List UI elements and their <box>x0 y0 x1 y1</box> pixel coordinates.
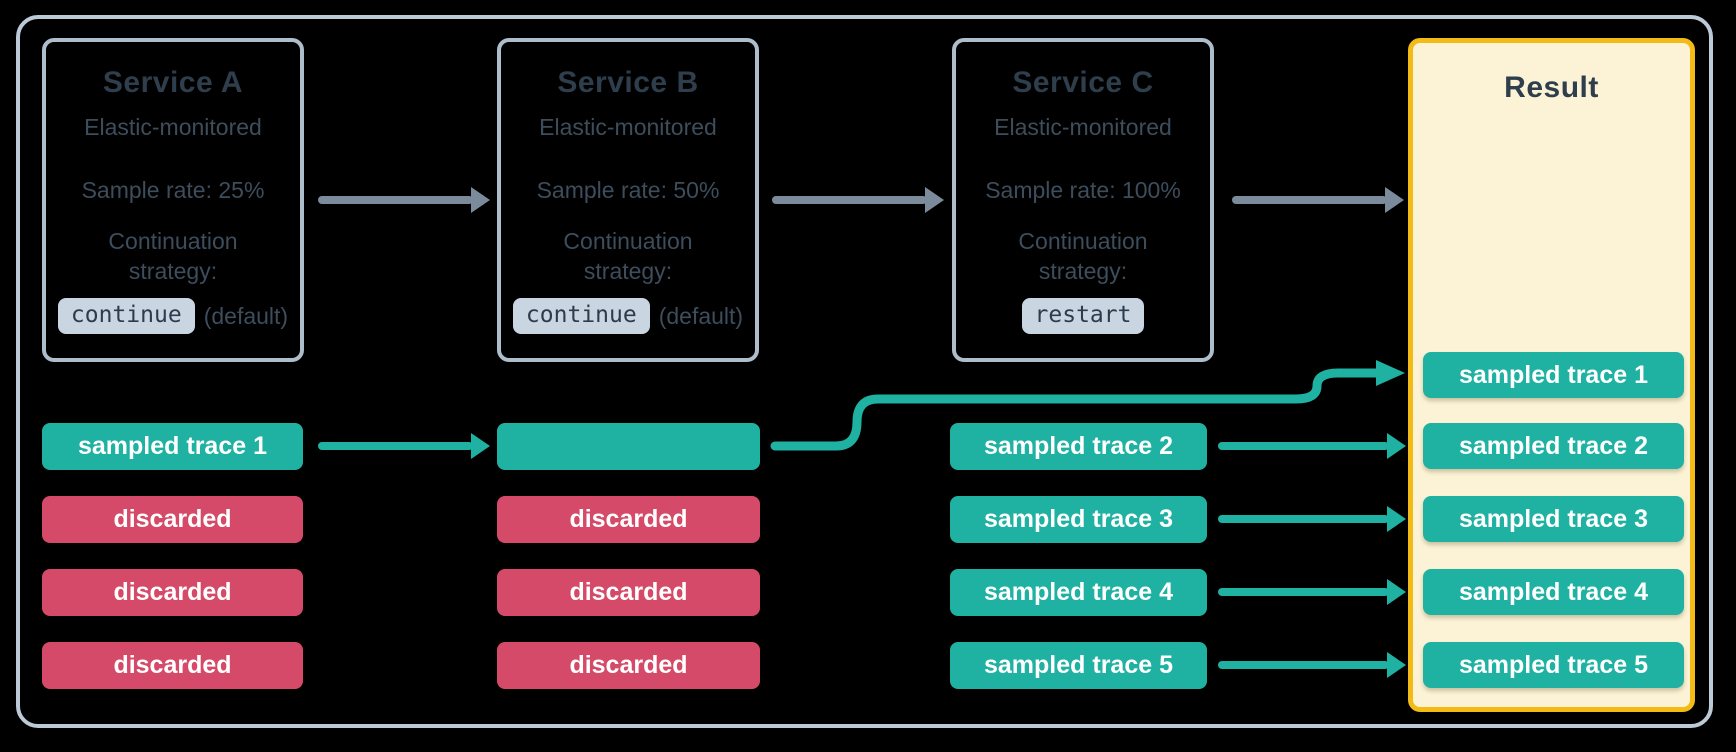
result-title: Result <box>1504 71 1599 104</box>
service-a-continuation-label: Continuation strategy: <box>108 228 238 284</box>
service-b-strategy-code-chip: continue <box>512 298 650 334</box>
flow-arrow-b-to-c <box>772 187 944 213</box>
service-b-monitored: Elastic-monitored <box>539 114 717 140</box>
service-c-continuation-label: Continuation strategy: <box>1018 228 1148 284</box>
trace-chip-c-sampled-2: sampled trace 2 <box>950 423 1207 470</box>
service-b-continuation-label: Continuation strategy: <box>563 228 693 284</box>
service-a-sample-rate: Sample rate: 25% <box>81 177 265 203</box>
result-box: Result sampled trace 1 sampled trace 2 s… <box>1408 38 1695 712</box>
arrow-head-icon <box>471 187 490 213</box>
arrow-head-icon <box>471 433 490 459</box>
trace-arrow-c5-to-result <box>1218 652 1406 678</box>
service-b-title: Service B <box>557 66 699 99</box>
arrow-shaft <box>1218 442 1389 450</box>
arrow-shaft <box>1232 196 1387 204</box>
trace-chip-b-sampled-unlabeled <box>497 423 760 470</box>
trace-chip-a-sampled-1: sampled trace 1 <box>42 423 303 470</box>
service-box-a: Service A Elastic-monitored Sample rate:… <box>42 38 304 362</box>
result-trace-chip-4: sampled trace 4 <box>1423 569 1684 615</box>
trace-chip-b-discarded: discarded <box>497 642 760 689</box>
service-a-strategy-default-note: (default) <box>203 302 289 329</box>
trace-arrow-c3-to-result <box>1218 506 1406 532</box>
arrow-shaft <box>1218 515 1389 523</box>
result-trace-chip-5: sampled trace 5 <box>1423 642 1684 688</box>
trace-chip-a-discarded: discarded <box>42 569 303 616</box>
service-box-b: Service B Elastic-monitored Sample rate:… <box>497 38 759 362</box>
arrow-shaft <box>318 442 473 450</box>
service-a-monitored: Elastic-monitored <box>84 114 262 140</box>
service-c-strategy-row: restart <box>956 298 1210 334</box>
trace-arrow-a-to-b <box>318 433 490 459</box>
trace-chip-c-sampled-3: sampled trace 3 <box>950 496 1207 543</box>
flow-arrow-a-to-b <box>318 187 490 213</box>
result-trace-chip-2: sampled trace 2 <box>1423 423 1684 469</box>
service-c-title: Service C <box>1012 66 1154 99</box>
arrow-shaft <box>1218 661 1389 669</box>
flow-arrow-c-to-result <box>1232 187 1404 213</box>
arrow-shaft <box>1218 588 1389 596</box>
service-c-strategy-code-chip: restart <box>1021 298 1145 334</box>
arrow-shaft <box>318 196 473 204</box>
arrow-head-icon <box>1387 433 1406 459</box>
service-b-strategy-row: continue (default) <box>501 298 755 334</box>
service-c-monitored: Elastic-monitored <box>994 114 1172 140</box>
arrow-head-icon <box>1387 579 1406 605</box>
trace-chip-b-discarded: discarded <box>497 569 760 616</box>
arrow-shaft <box>772 196 927 204</box>
trace-chip-b-discarded: discarded <box>497 496 760 543</box>
service-box-c: Service C Elastic-monitored Sample rate:… <box>952 38 1214 362</box>
result-trace-chip-3: sampled trace 3 <box>1423 496 1684 542</box>
arrow-head-icon <box>925 187 944 213</box>
service-a-strategy-code-chip: continue <box>57 298 195 334</box>
service-a-title: Service A <box>102 66 244 99</box>
arrow-head-icon <box>1387 652 1406 678</box>
trace-arrow-c2-to-result <box>1218 433 1406 459</box>
service-a-strategy-row: continue (default) <box>46 298 300 334</box>
trace-chip-c-sampled-5: sampled trace 5 <box>950 642 1207 689</box>
service-b-sample-rate: Sample rate: 50% <box>536 177 720 203</box>
trace-arrow-c4-to-result <box>1218 579 1406 605</box>
trace-chip-a-discarded: discarded <box>42 642 303 689</box>
result-trace-chip-1: sampled trace 1 <box>1423 352 1684 398</box>
arrow-head-icon <box>1385 187 1404 213</box>
trace-chip-c-sampled-4: sampled trace 4 <box>950 569 1207 616</box>
service-b-strategy-default-note: (default) <box>658 302 744 329</box>
trace-chip-a-discarded: discarded <box>42 496 303 543</box>
diagram-outer-frame <box>16 15 1713 728</box>
arrow-head-icon <box>1387 506 1406 532</box>
service-c-sample-rate: Sample rate: 100% <box>985 177 1181 203</box>
